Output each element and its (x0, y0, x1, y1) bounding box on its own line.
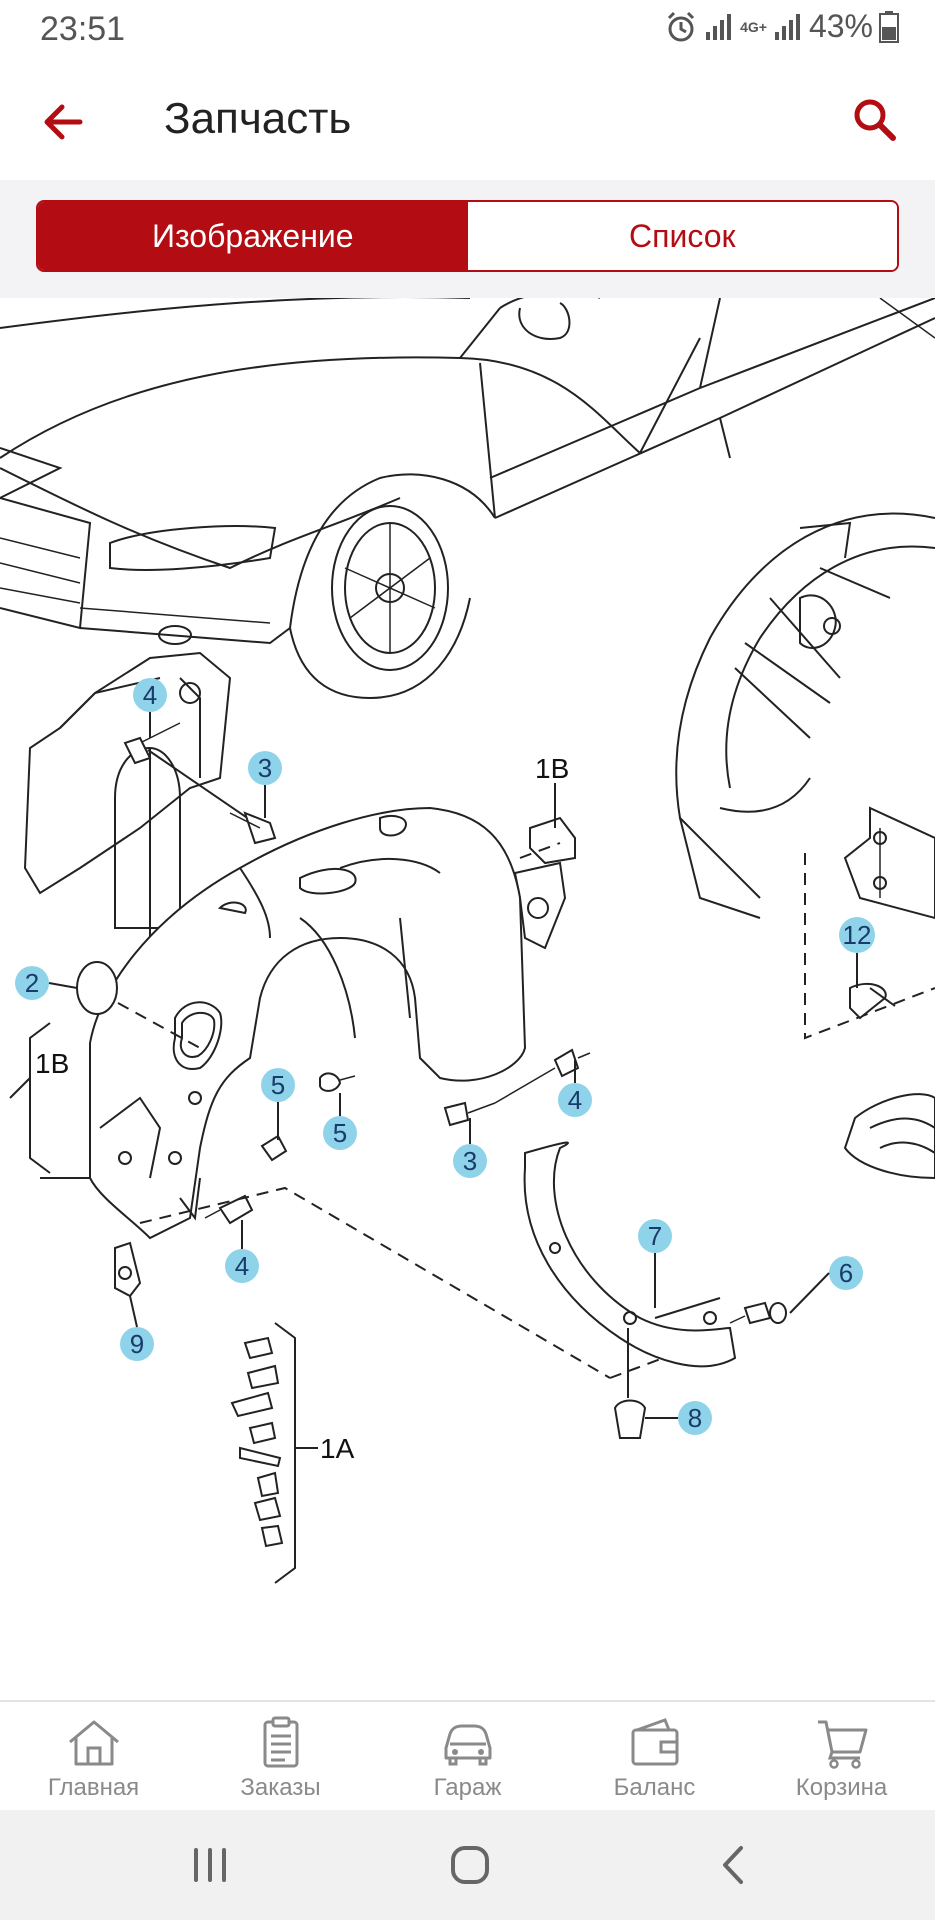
alarm-icon (668, 11, 695, 41)
car-illustration (0, 298, 935, 700)
battery-percent: 43% (808, 8, 873, 44)
nav-garage-label: Гараж (433, 1774, 502, 1801)
signal-icon-2 (774, 13, 800, 40)
svg-text:4: 4 (568, 1085, 582, 1115)
svg-text:8: 8 (688, 1403, 702, 1433)
cart-icon (817, 1720, 867, 1769)
callout-4-b[interactable]: 4 (558, 1060, 592, 1117)
network-type: 4G+ (740, 18, 767, 35)
system-navigation-bar (0, 1810, 935, 1920)
callout-7[interactable]: 7 (638, 1219, 672, 1308)
search-icon (854, 99, 896, 141)
svg-text:4: 4 (235, 1251, 249, 1281)
app-bar: Запчасть (0, 58, 935, 180)
callout-4-a[interactable]: 4 (133, 678, 167, 738)
clipboard-icon (263, 1716, 298, 1768)
callout-3-b[interactable]: 3 (453, 1118, 487, 1178)
system-back-button[interactable] (705, 1840, 765, 1890)
callout-5-b[interactable]: 5 (323, 1093, 357, 1150)
hardware-set-illustration (230, 1322, 318, 1584)
svg-text:12: 12 (843, 920, 872, 950)
front-liner-illustration (76, 806, 691, 1379)
nav-cart[interactable]: Корзина (748, 1702, 935, 1810)
home-icon (68, 1720, 119, 1766)
parts-diagram[interactable]: 4 3 1B 2 1B 5 5 4 (0, 298, 935, 1700)
svg-text:3: 3 (463, 1146, 477, 1176)
nav-balance-label: Баланс (613, 1774, 696, 1801)
callout-4-c[interactable]: 4 (225, 1220, 259, 1283)
callout-5-a[interactable]: 5 (261, 1068, 295, 1140)
status-bar: 23:51 4G+ 43% (0, 0, 935, 58)
svg-text:4: 4 (143, 680, 157, 710)
tab-list[interactable]: Список (467, 202, 897, 270)
callout-3-a[interactable]: 3 (248, 751, 282, 818)
chevron-left-icon (723, 1846, 743, 1884)
nav-home-label: Главная (47, 1774, 140, 1801)
nav-cart-label: Корзина (795, 1774, 888, 1801)
page-title: Запчасть (164, 94, 352, 143)
svg-text:3: 3 (258, 753, 272, 783)
svg-text:6: 6 (839, 1258, 853, 1288)
recent-apps-button[interactable] (180, 1840, 240, 1890)
rear-liner-illustration (675, 512, 935, 1180)
svg-text:5: 5 (333, 1118, 347, 1148)
parts-diagram-svg: 4 3 1B 2 1B 5 5 4 (0, 298, 935, 1584)
back-button[interactable] (36, 94, 92, 150)
bracket-1-group (9, 1077, 31, 1099)
label-1b-left: 1B (35, 1048, 69, 1079)
signal-icon (706, 13, 732, 40)
home-circle-icon (451, 1846, 489, 1884)
svg-text:7: 7 (648, 1221, 662, 1251)
arrow-left-icon (44, 104, 83, 140)
search-button[interactable] (847, 92, 903, 148)
nav-orders[interactable]: Заказы (187, 1702, 374, 1810)
car-icon (444, 1724, 491, 1766)
callout-12[interactable]: 12 (839, 917, 875, 988)
callout-2[interactable]: 2 (15, 966, 78, 1000)
nav-balance[interactable]: Баланс (561, 1702, 748, 1810)
nav-garage[interactable]: Гараж (374, 1702, 561, 1810)
battery-icon (879, 10, 899, 43)
nav-home[interactable]: Главная (0, 1702, 187, 1810)
view-toggle-bar: Изображение Список (0, 180, 935, 298)
label-1b-top: 1B (535, 753, 569, 784)
tab-image[interactable]: Изображение (38, 202, 468, 270)
status-time: 23:51 (40, 10, 126, 48)
label-1a: 1A (320, 1433, 355, 1464)
callout-8[interactable]: 8 (645, 1401, 712, 1435)
svg-text:5: 5 (271, 1070, 285, 1100)
status-indicators: 4G+ 43% (664, 8, 899, 45)
bottom-navigation: Главная Заказы Гараж Баланс (0, 1700, 935, 1810)
svg-text:2: 2 (25, 968, 39, 998)
svg-text:9: 9 (130, 1329, 144, 1359)
callout-9[interactable]: 9 (120, 1295, 154, 1361)
clip-1b-illustration (513, 783, 576, 950)
nav-orders-label: Заказы (240, 1774, 321, 1801)
lower-trim-illustration (523, 1141, 787, 1439)
upper-bracket-illustration (23, 651, 277, 938)
home-button[interactable] (440, 1840, 500, 1890)
bracket-1b-group (29, 1022, 51, 1174)
view-segmented-control: Изображение Список (36, 200, 899, 272)
wallet-icon (631, 1718, 678, 1766)
recent-apps-icon (194, 1848, 226, 1882)
callout-6[interactable]: 6 (789, 1256, 863, 1314)
